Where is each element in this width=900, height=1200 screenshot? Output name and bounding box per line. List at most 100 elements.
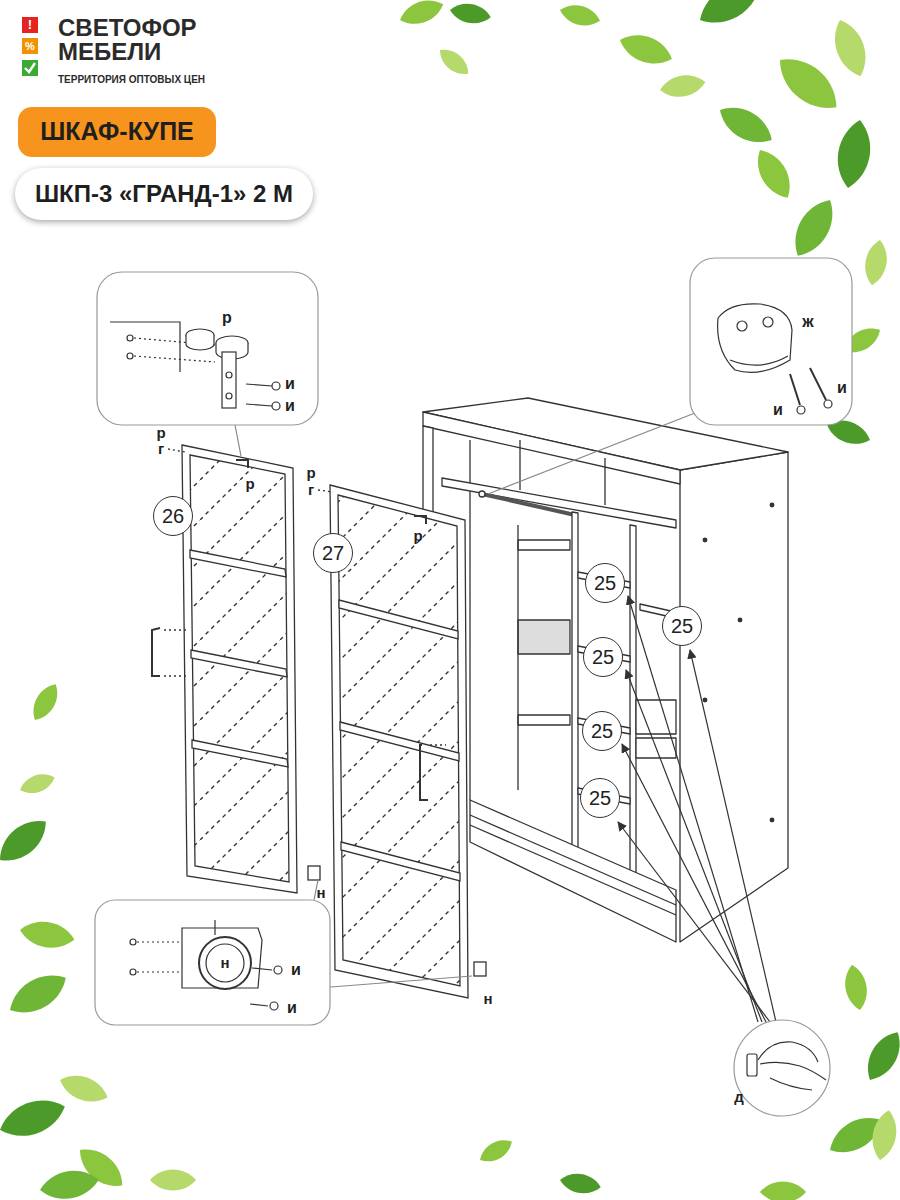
door-panel-part bbox=[340, 722, 459, 761]
wardrobe-body-part bbox=[518, 540, 570, 550]
wardrobe-body-part bbox=[470, 800, 676, 942]
door-panel-part bbox=[338, 495, 460, 986]
door-panel-part bbox=[339, 600, 458, 639]
detail-inset-part bbox=[737, 321, 747, 331]
leaf-decoration-part bbox=[869, 1108, 900, 1162]
detail-inset-part bbox=[730, 356, 788, 365]
leaf-decoration-part bbox=[3, 965, 73, 1023]
callout-number: 26 bbox=[153, 496, 193, 536]
leader-lines-part bbox=[626, 670, 762, 1022]
detail-inset-part bbox=[252, 968, 272, 970]
door-panel-part bbox=[152, 628, 160, 676]
leaf-decoration-part bbox=[785, 193, 843, 263]
brand-name: МЕБЕЛИ bbox=[58, 39, 161, 65]
detail-inset-part bbox=[214, 920, 215, 935]
leaf-decoration-part bbox=[476, 1134, 516, 1167]
detail-inset-part bbox=[222, 352, 236, 408]
door-panel-part bbox=[190, 550, 286, 577]
wardrobe-body bbox=[423, 398, 788, 942]
part-letter: н bbox=[220, 955, 229, 972]
detail-inset-part bbox=[274, 966, 282, 974]
callout-number: 25 bbox=[585, 563, 625, 603]
leader-lines-part bbox=[690, 650, 776, 1022]
part-letter: р bbox=[413, 528, 422, 545]
wardrobe-body-part bbox=[482, 494, 575, 515]
detail-inset-part bbox=[734, 1020, 830, 1116]
part-letter: р bbox=[245, 476, 254, 493]
leader-lines-part bbox=[628, 596, 758, 1022]
door-panel-part bbox=[430, 744, 446, 745]
detail-inset-part bbox=[790, 374, 800, 405]
part-letter: и bbox=[285, 397, 295, 415]
detail-inset-part bbox=[97, 272, 318, 425]
door-panel-part bbox=[182, 445, 297, 893]
wardrobe-body-part bbox=[469, 440, 470, 800]
leaf-decoration-part bbox=[658, 72, 707, 101]
logo-symbol: ! bbox=[28, 18, 32, 32]
detail-inset bbox=[95, 880, 472, 1025]
leader-lines-part bbox=[618, 822, 770, 1022]
door-panel-part bbox=[414, 516, 426, 524]
leaf-decoration-part bbox=[749, 144, 798, 204]
callout-text: 26 bbox=[162, 505, 184, 527]
callout-number: 25 bbox=[583, 637, 623, 677]
part-letter: н bbox=[483, 991, 492, 1008]
part-letter: и bbox=[287, 999, 297, 1017]
model-badge: ШКП-3 «ГРАНД-1» 2 М bbox=[15, 168, 313, 220]
badge-text: ШКАФ-КУПЕ bbox=[40, 118, 194, 146]
leaf-decoration-part bbox=[769, 47, 847, 120]
detail-inset-part bbox=[758, 1042, 818, 1062]
detail-inset-part bbox=[718, 304, 792, 373]
leaf-decoration-part bbox=[396, 0, 446, 30]
leaf-decoration-part bbox=[448, 1, 492, 27]
detail-inset-part bbox=[235, 425, 241, 456]
detail-inset-part bbox=[199, 937, 251, 989]
callout-text: 25 bbox=[594, 572, 616, 594]
detail-inset-part bbox=[810, 368, 826, 400]
detail-inset-part bbox=[246, 404, 272, 406]
door-panel-part bbox=[474, 962, 486, 976]
callout-text: 25 bbox=[589, 787, 611, 809]
wardrobe-body-part bbox=[770, 818, 774, 822]
detail-inset-part bbox=[797, 406, 805, 414]
detail-inset-part bbox=[95, 900, 330, 1025]
detail-inset-part bbox=[760, 1062, 826, 1080]
wardrobe-body-part bbox=[604, 458, 605, 505]
detail-inset-part bbox=[770, 1078, 812, 1090]
logo-mark bbox=[22, 17, 38, 76]
detail-inset-part bbox=[226, 372, 232, 378]
callout-number: 25 bbox=[662, 606, 702, 646]
part-letter: и bbox=[285, 375, 295, 393]
detail-inset-part bbox=[206, 944, 244, 982]
door-panel-part bbox=[308, 866, 320, 880]
detail-inset-part bbox=[137, 941, 180, 942]
wardrobe-body-part bbox=[680, 452, 788, 942]
door-panel-part bbox=[168, 449, 185, 452]
part-letter: ж bbox=[802, 313, 813, 331]
logo-mark-part bbox=[22, 60, 38, 76]
leaf-decoration-part bbox=[17, 770, 57, 798]
callout-number: 25 bbox=[580, 778, 620, 818]
wardrobe-body-part bbox=[518, 715, 570, 725]
door-panel-part bbox=[190, 455, 289, 882]
wardrobe-body-part bbox=[442, 478, 676, 528]
door-panel-part bbox=[192, 740, 288, 767]
leaf-decoration-part bbox=[0, 1092, 70, 1145]
detail-inset bbox=[488, 258, 852, 494]
logo-mark-part bbox=[25, 63, 35, 72]
detail-inset-part bbox=[250, 1004, 268, 1006]
leaf-decoration-part bbox=[150, 1170, 196, 1191]
badge-text: ШКП-3 «ГРАНД-1» 2 М bbox=[35, 181, 293, 207]
detail-inset-part bbox=[272, 382, 280, 390]
detail-inset-part bbox=[130, 939, 136, 945]
detail-inset-part bbox=[127, 353, 133, 359]
door-panel-part bbox=[236, 460, 248, 468]
leader-lines bbox=[618, 596, 776, 1022]
door-panel-part bbox=[420, 745, 428, 800]
detail-inset-part bbox=[137, 971, 180, 972]
wardrobe-body-part bbox=[636, 700, 676, 734]
part-letter: р bbox=[222, 309, 232, 327]
callout-number: 25 bbox=[582, 711, 622, 751]
